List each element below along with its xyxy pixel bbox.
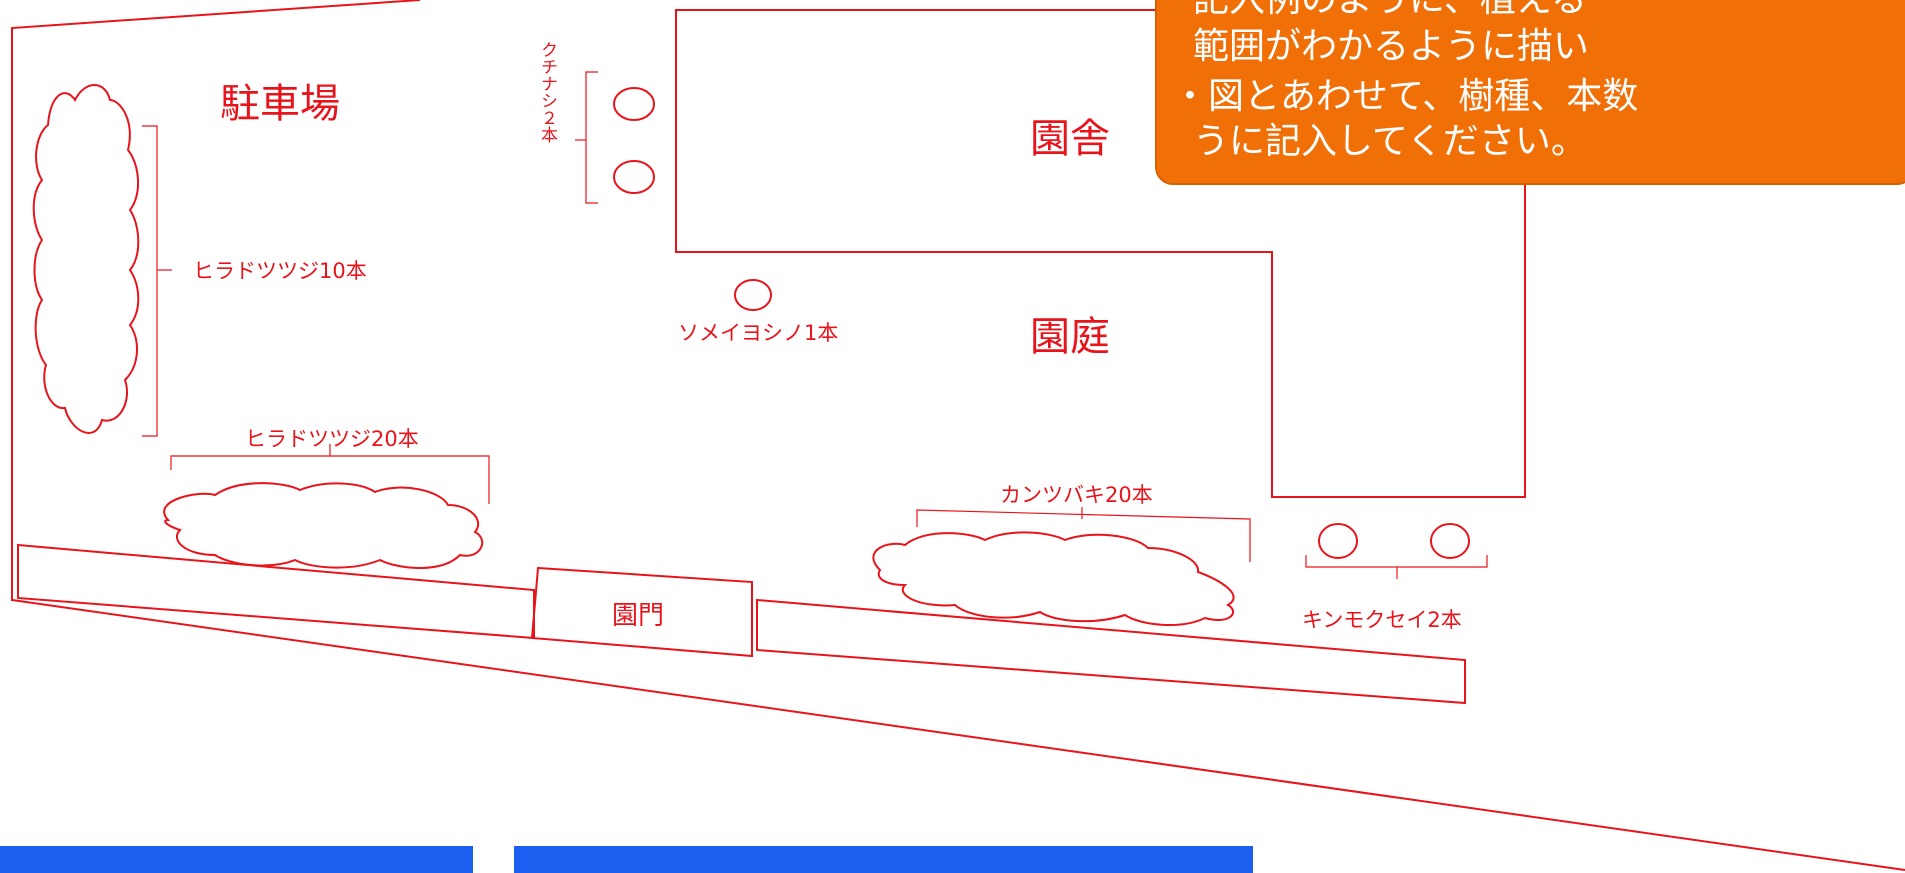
kuchinashi-tree-icon <box>613 160 655 194</box>
kuchinashi-2-bracket <box>585 71 598 204</box>
kinmokusei-tree-icon <box>1430 523 1470 559</box>
instruction-line: 範囲がわかるように描い <box>1193 26 1590 67</box>
bottom-bar-right <box>514 846 1253 873</box>
kuchinashi-tree-icon <box>613 87 655 121</box>
kuchinashi-2-label: クチナシ２本 <box>537 41 558 143</box>
school-building-label: 園舎 <box>1030 116 1110 162</box>
someiyoshino-tree-icon <box>734 279 772 311</box>
instruction-line: ・図とあわせて、樹種、本数 <box>1172 76 1639 117</box>
instruction-callout: 記入例のように、植える 範囲がわかるように描い ・図とあわせて、樹種、本数 うに… <box>1155 0 1905 185</box>
kinmokusei-tree-icon <box>1318 523 1358 559</box>
wall-right <box>756 598 1466 705</box>
bottom-bar-left <box>0 846 473 873</box>
hiradotsutsuji-20-shrub-icon <box>163 482 484 569</box>
hiradotsutsuji-20-label: ヒラドツツジ20本 <box>245 427 419 451</box>
garden-label: 園庭 <box>1030 314 1110 360</box>
kantsubaki-20-shrub-icon <box>872 531 1235 627</box>
instruction-line: うに記入してください。 <box>1193 121 1587 162</box>
hiradotsutsuji-10-bracket <box>142 125 158 437</box>
kantsubaki-20-bracket <box>916 509 1251 562</box>
kinmokusei-2-label: キンモクセイ2本 <box>1302 608 1462 632</box>
instruction-line: 記入例のように、植える <box>1193 0 1587 20</box>
gate-label: 園門 <box>612 601 664 631</box>
someiyoshino-1-label: ソメイヨシノ1本 <box>678 321 838 345</box>
school-building-outline <box>675 9 1526 498</box>
parking-label: 駐車場 <box>220 81 340 127</box>
hiradotsutsuji-10-shrub-icon <box>32 84 140 434</box>
gate-box <box>530 566 753 658</box>
kantsubaki-20-label: カンツバキ20本 <box>1000 483 1153 507</box>
hiradotsutsuji-10-label: ヒラドツツジ10本 <box>193 259 367 283</box>
site-boundary <box>11 0 1905 871</box>
